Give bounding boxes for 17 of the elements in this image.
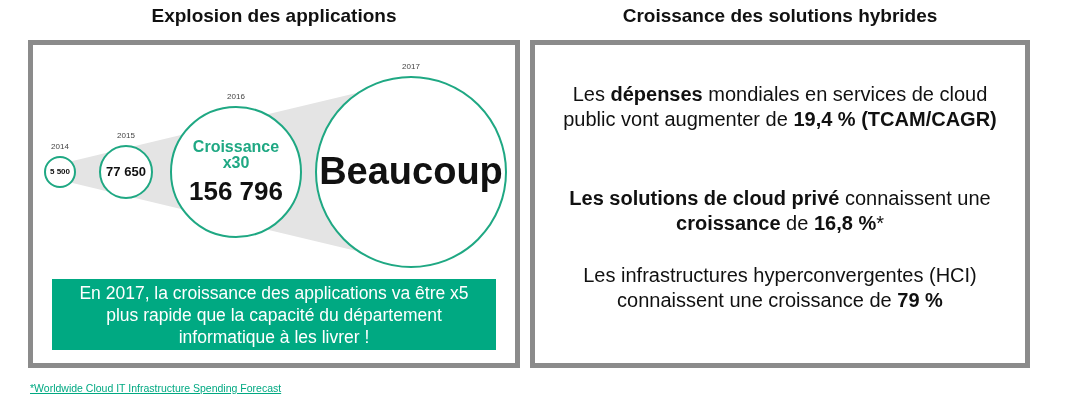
message-banner: En 2017, la croissance des applications va être x5 plus rapide que la capacité du département informatique à les livrer ! bbox=[52, 279, 496, 350]
value-text: 156 796 bbox=[189, 176, 283, 206]
footnote-link: *Worldwide Cloud IT Infrastructure Spending Forecast bbox=[30, 382, 282, 394]
year-label: 2017 bbox=[401, 62, 421, 71]
year-label: 2016 bbox=[226, 92, 246, 101]
year-label: 2014 bbox=[50, 142, 70, 151]
value-text: Beaucoup bbox=[319, 151, 503, 193]
value-text: 5 500 bbox=[50, 167, 70, 177]
statement-text: Les dépenses mondiales en services de cloud public vont augmenter de 19,4 % (TCAM/CAGR) bbox=[563, 82, 997, 132]
panel-heading: Explosion des applications bbox=[150, 5, 398, 27]
circle bbox=[44, 156, 76, 188]
value-text: 77 650 bbox=[106, 164, 146, 180]
statement-text: Les infrastructures hyperconvergentes (HCI) connaissent une croissance de 79 % bbox=[582, 263, 978, 313]
year-label: 2015 bbox=[116, 131, 136, 140]
growth-label: Croissance x30 bbox=[191, 138, 281, 171]
statement-text: Les solutions de cloud privé connaissent une croissance de 16,8 %* bbox=[568, 186, 992, 236]
panel-heading: Croissance des solutions hybrides bbox=[621, 5, 939, 27]
